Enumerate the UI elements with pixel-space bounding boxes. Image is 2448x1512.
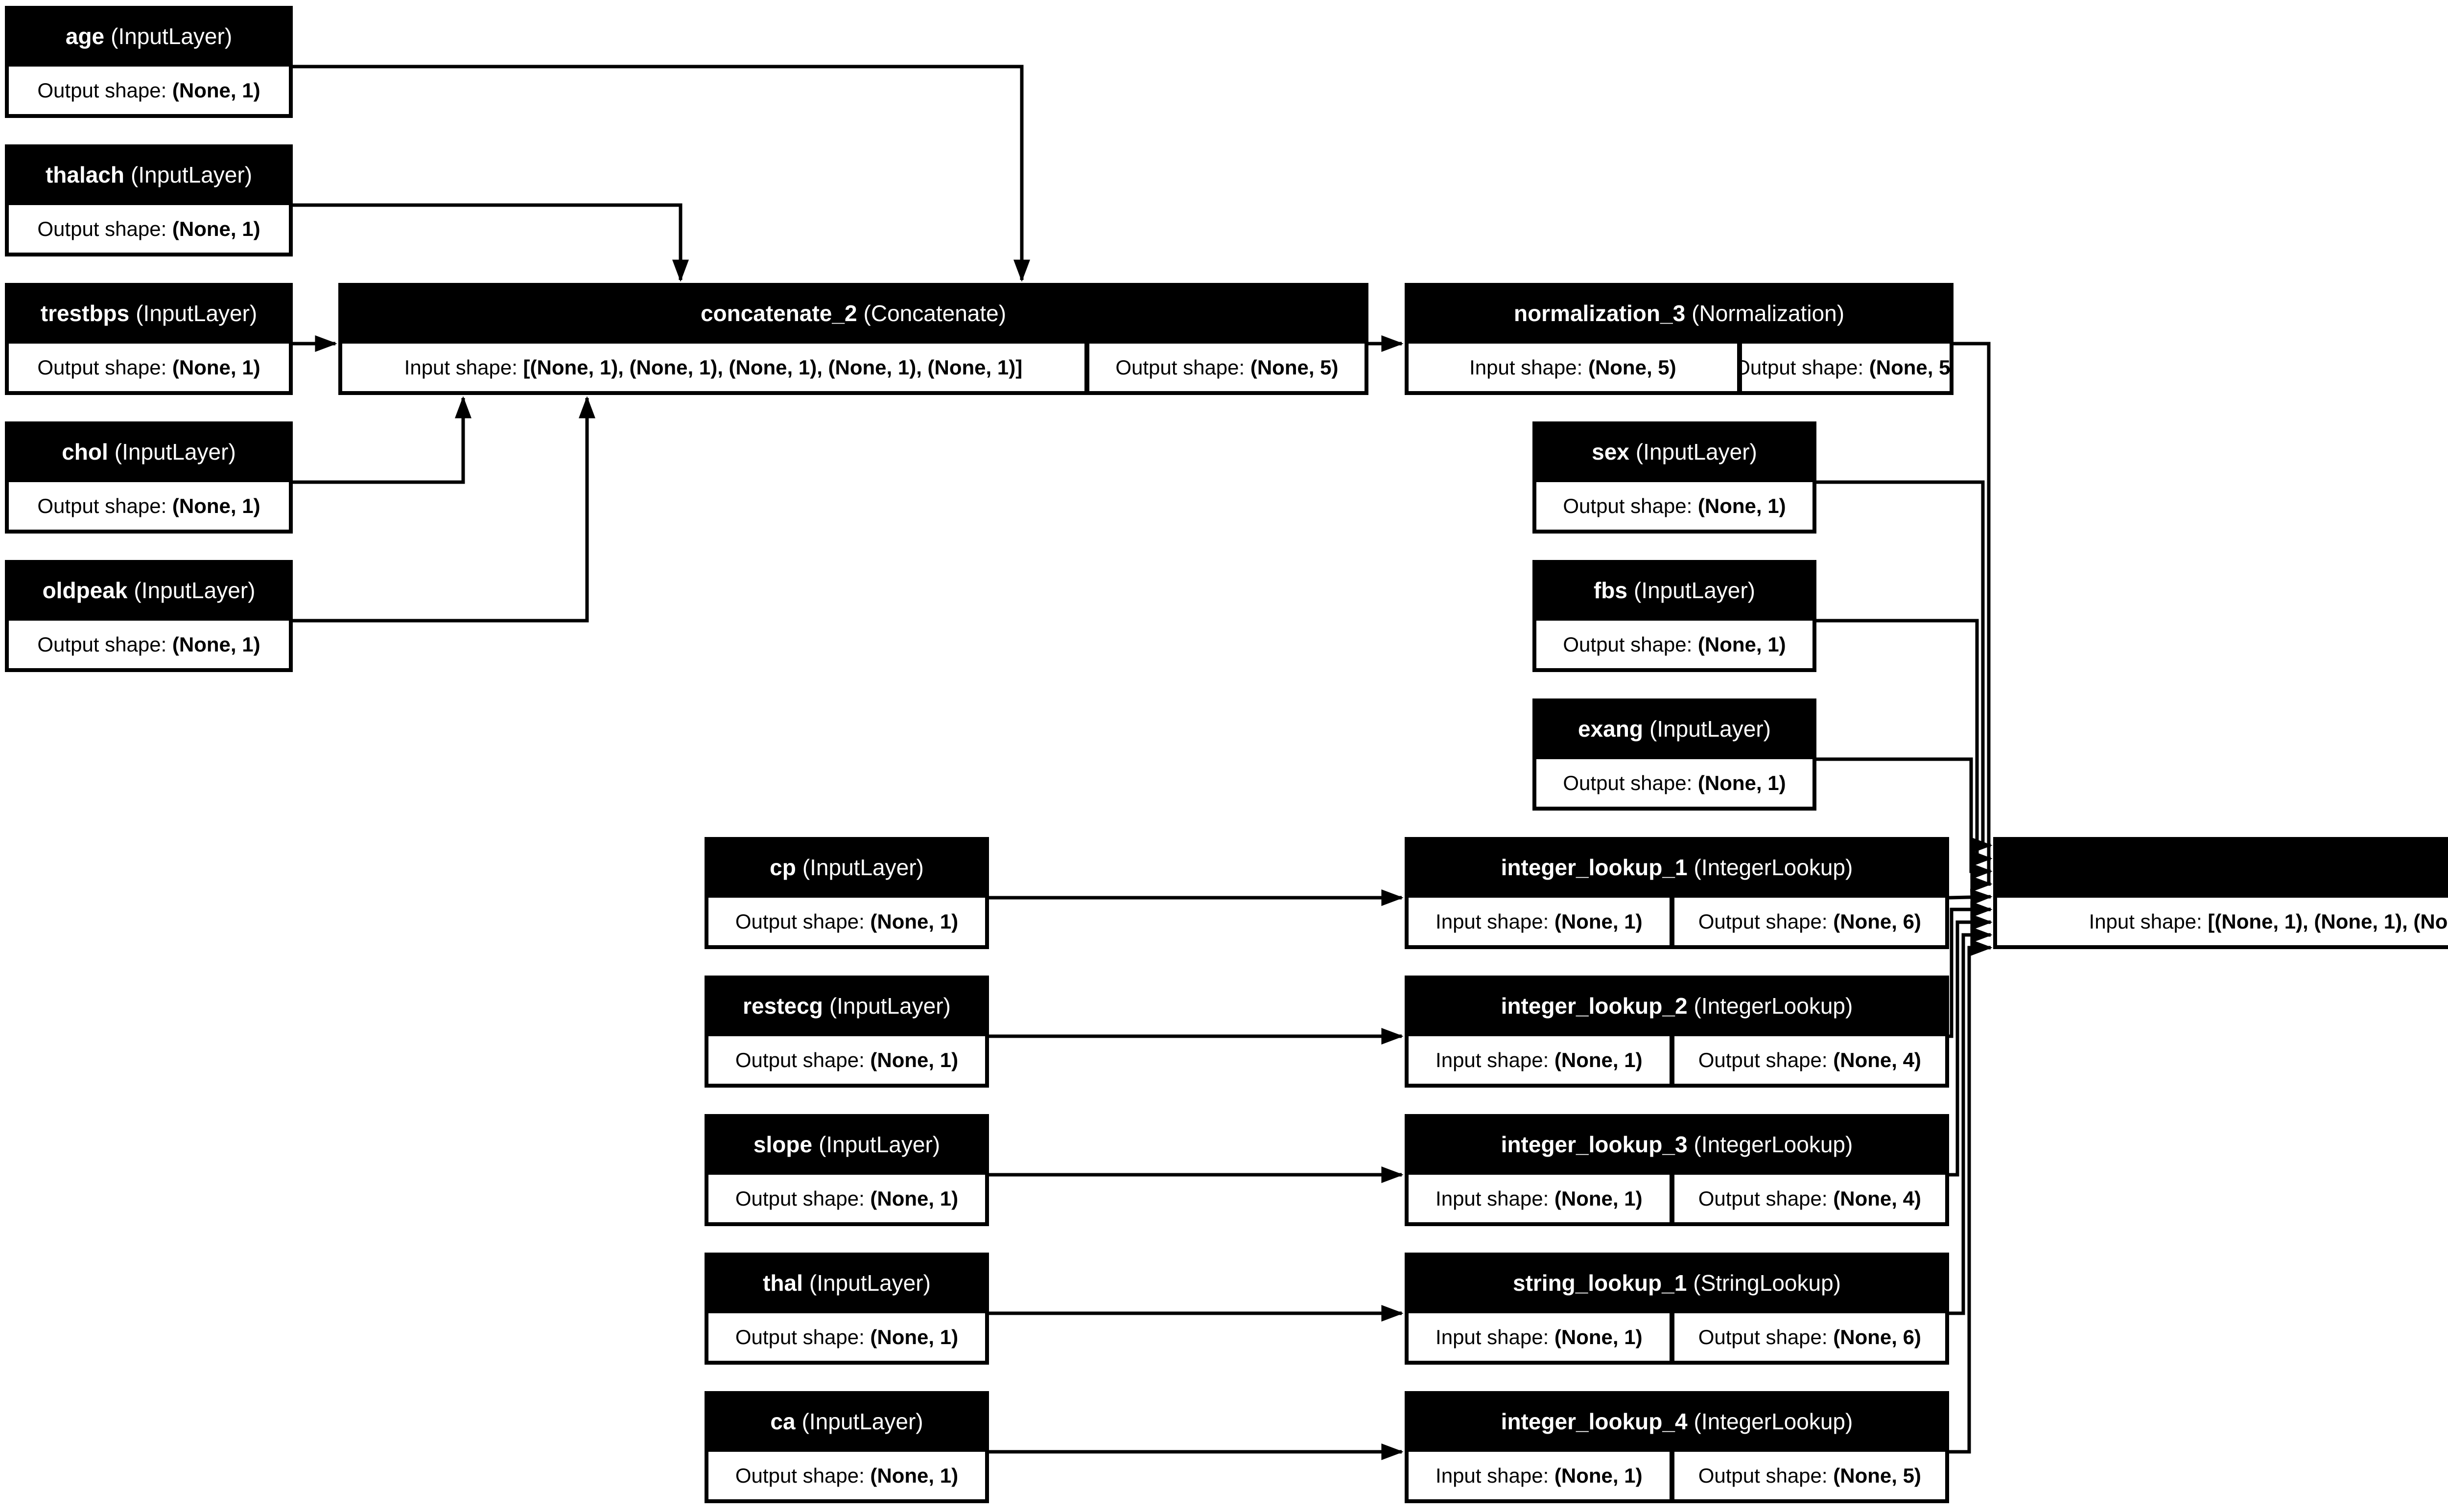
node-restecg: restecg(InputLayer) Output shape: (None,… bbox=[705, 976, 989, 1088]
node-title: thal(InputLayer) bbox=[763, 1270, 931, 1296]
node-integer_lookup_3: integer_lookup_3(IntegerLookup) Input sh… bbox=[1405, 1114, 1949, 1226]
output-shape-cell: Output shape: (None, 1) bbox=[708, 1175, 985, 1222]
node-integer_lookup_2: integer_lookup_2(IntegerLookup) Input sh… bbox=[1405, 976, 1949, 1088]
node-cp: cp(InputLayer) Output shape: (None, 1) bbox=[705, 837, 989, 949]
edge-sex-to-concatenate_3 bbox=[1816, 480, 1993, 854]
input-shape-cell: Input shape: (None, 1) bbox=[1409, 1313, 1670, 1361]
node-title: integer_lookup_3(IntegerLookup) bbox=[1501, 1132, 1853, 1157]
node-integer_lookup_1: integer_lookup_1(IntegerLookup) Input sh… bbox=[1405, 837, 1949, 949]
output-shape-cell: Output shape: (None, 5) bbox=[1674, 1452, 1945, 1499]
output-shape-cell: Output shape: (None, 1) bbox=[9, 621, 289, 668]
input-shape-cell: Input shape: (None, 1) bbox=[1409, 1452, 1670, 1499]
node-title: oldpeak(InputLayer) bbox=[42, 578, 256, 603]
input-shape-cell: Input shape: [(None, 1), (None, 1), (Non… bbox=[342, 344, 1084, 391]
node-title: integer_lookup_4(IntegerLookup) bbox=[1501, 1409, 1853, 1434]
output-shape-cell: Output shape: (None, 1) bbox=[1536, 759, 1812, 807]
node-title: normalization_3(Normalization) bbox=[1513, 301, 1845, 326]
node-oldpeak: oldpeak(InputLayer) Output shape: (None,… bbox=[5, 560, 293, 672]
edge-integer_lookup_4-to-concatenate_3 bbox=[1949, 939, 1993, 1454]
node-title: ca(InputLayer) bbox=[770, 1409, 923, 1434]
edge-string_lookup_1-to-concatenate_3 bbox=[1949, 927, 1993, 1315]
input-shape-cell: Input shape: (None, 5) bbox=[1409, 344, 1737, 391]
node-string_lookup_1: string_lookup_1(StringLookup) Input shap… bbox=[1405, 1253, 1949, 1365]
output-shape-cell: Output shape: (None, 4) bbox=[1674, 1175, 1945, 1222]
output-shape-cell: Output shape: (None, 5) bbox=[1089, 344, 1365, 391]
node-slope: slope(InputLayer) Output shape: (None, 1… bbox=[705, 1114, 989, 1226]
output-shape-cell: Output shape: (None, 4) bbox=[1674, 1036, 1945, 1084]
node-title: slope(InputLayer) bbox=[753, 1132, 941, 1157]
node-title: exang(InputLayer) bbox=[1578, 716, 1771, 742]
node-title: age(InputLayer) bbox=[65, 23, 233, 49]
node-title: integer_lookup_2(IntegerLookup) bbox=[1501, 993, 1853, 1019]
input-shape-cell: Input shape: [(None, 1), (None, 1), (Non… bbox=[1997, 898, 2448, 945]
edge-thalach-to-concatenate_2 bbox=[293, 203, 689, 282]
output-shape-cell: Output shape: (None, 1) bbox=[1536, 482, 1812, 530]
output-shape-cell: Output shape: (None, 1) bbox=[708, 1313, 985, 1361]
node-title: sex(InputLayer) bbox=[1592, 439, 1757, 465]
edge-age-to-concatenate_2 bbox=[293, 65, 1030, 282]
output-shape-cell: Output shape: (None, 1) bbox=[9, 482, 289, 530]
node-sex: sex(InputLayer) Output shape: (None, 1) bbox=[1532, 421, 1816, 534]
node-title: cp(InputLayer) bbox=[770, 855, 924, 880]
output-shape-cell: Output shape: (None, 1) bbox=[9, 67, 289, 114]
edge-exang-to-concatenate_3 bbox=[1816, 757, 1993, 880]
input-shape-cell: Input shape: (None, 1) bbox=[1409, 898, 1670, 945]
output-shape-cell: Output shape: (None, 1) bbox=[9, 205, 289, 253]
edge-integer_lookup_2-to-concatenate_3 bbox=[1949, 901, 1993, 1038]
input-shape-cell: Input shape: (None, 1) bbox=[1409, 1036, 1670, 1084]
node-title: concatenate_3(Concatenate) bbox=[1993, 837, 2448, 898]
node-title: chol(InputLayer) bbox=[62, 439, 236, 465]
node-title: fbs(InputLayer) bbox=[1593, 578, 1755, 603]
output-shape-cell: Output shape: (None, 5) bbox=[1742, 344, 1950, 391]
node-ca: ca(InputLayer) Output shape: (None, 1) bbox=[705, 1391, 989, 1503]
node-title: concatenate_2(Concatenate) bbox=[700, 301, 1007, 326]
edge-integer_lookup_3-to-concatenate_3 bbox=[1949, 914, 1993, 1177]
node-integer_lookup_4: integer_lookup_4(IntegerLookup) Input sh… bbox=[1405, 1391, 1949, 1503]
node-normalization_3: normalization_3(Normalization) Input sha… bbox=[1405, 283, 1954, 395]
output-shape-cell: Output shape: (None, 1) bbox=[1536, 621, 1812, 668]
output-shape-cell: Output shape: (None, 6) bbox=[1674, 898, 1945, 945]
node-title: thalach(InputLayer) bbox=[45, 162, 253, 187]
edge-fbs-to-concatenate_3 bbox=[1816, 619, 1993, 867]
output-shape-cell: Output shape: (None, 1) bbox=[708, 1452, 985, 1499]
output-shape-cell: Output shape: (None, 1) bbox=[708, 1036, 985, 1084]
node-title: string_lookup_1(StringLookup) bbox=[1512, 1270, 1841, 1296]
node-title: integer_lookup_1(IntegerLookup) bbox=[1501, 855, 1853, 880]
node-title: trestbps(InputLayer) bbox=[40, 301, 258, 326]
node-thalach: thalach(InputLayer) Output shape: (None,… bbox=[5, 144, 293, 256]
edge-chol-to-concatenate_2 bbox=[293, 396, 471, 484]
node-trestbps: trestbps(InputLayer) Output shape: (None… bbox=[5, 283, 293, 395]
output-shape-cell: Output shape: (None, 1) bbox=[708, 898, 985, 945]
output-shape-cell: Output shape: (None, 6) bbox=[1674, 1313, 1945, 1361]
edge-normalization_3-to-concatenate_3 bbox=[1954, 342, 1993, 892]
node-age: age(InputLayer) Output shape: (None, 1) bbox=[5, 6, 293, 118]
input-shape-cell: Input shape: (None, 1) bbox=[1409, 1175, 1670, 1222]
node-concatenate_3: concatenate_3(Concatenate) Input shape: … bbox=[1993, 837, 2448, 949]
node-concatenate_2: concatenate_2(Concatenate) Input shape: … bbox=[338, 283, 1368, 395]
edge-oldpeak-to-concatenate_2 bbox=[293, 396, 595, 623]
edge-integer_lookup_1-to-concatenate_3 bbox=[1949, 888, 1993, 906]
node-fbs: fbs(InputLayer) Output shape: (None, 1) bbox=[1532, 560, 1816, 672]
node-chol: chol(InputLayer) Output shape: (None, 1) bbox=[5, 421, 293, 534]
output-shape-cell: Output shape: (None, 1) bbox=[9, 344, 289, 391]
node-exang: exang(InputLayer) Output shape: (None, 1… bbox=[1532, 698, 1816, 811]
node-title: restecg(InputLayer) bbox=[743, 993, 951, 1019]
node-thal: thal(InputLayer) Output shape: (None, 1) bbox=[705, 1253, 989, 1365]
